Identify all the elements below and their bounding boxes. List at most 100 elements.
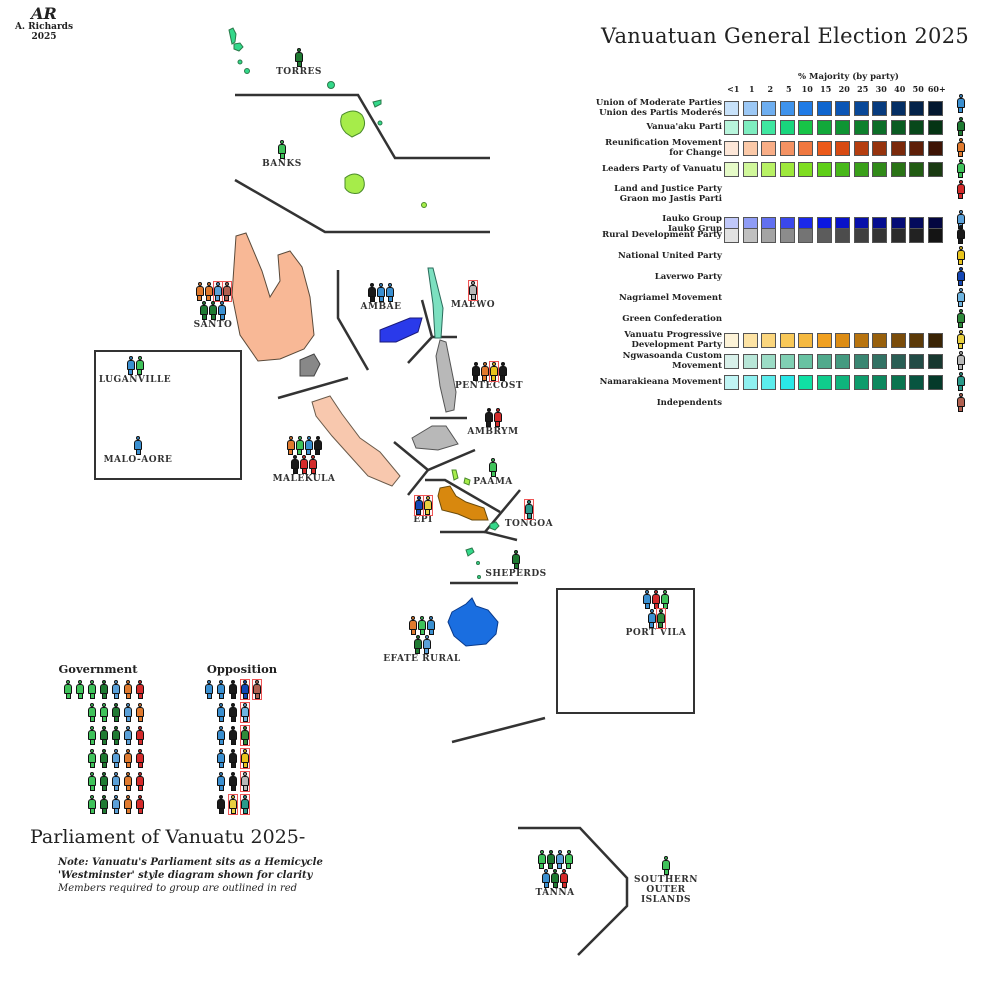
majority-swatch — [909, 227, 924, 243]
pentecost-island — [435, 339, 457, 413]
mp-figure-icon — [136, 680, 144, 699]
divider-santo-malekula — [277, 376, 349, 400]
constituency-label: MAEWO — [450, 300, 496, 310]
majority-swatch — [779, 119, 795, 135]
seat-row — [466, 408, 520, 427]
mp-figure-icon — [88, 680, 96, 699]
mp-figure-icon — [88, 726, 96, 745]
legend-row: Green Confederation — [590, 309, 965, 329]
seat-row — [356, 283, 406, 302]
mp-figure-icon — [295, 48, 303, 67]
mp-figure-icon — [124, 726, 132, 745]
mp-figure-icon — [229, 726, 237, 745]
malekula-island — [311, 395, 401, 487]
opposition-label: Opposition — [206, 662, 278, 676]
santo-south-islet — [299, 353, 321, 377]
mp-figure-icon — [524, 499, 534, 520]
seat-row — [450, 361, 528, 382]
mp-figure-icon — [484, 408, 493, 427]
constituency-label: SANTO — [193, 320, 233, 330]
bench-row — [203, 794, 293, 815]
majority-swatch — [927, 100, 943, 116]
majority-swatch — [890, 353, 906, 369]
majority-swatch — [890, 227, 906, 243]
luganville-inset — [94, 350, 242, 480]
mp-figure-icon — [240, 794, 250, 815]
majority-swatch — [798, 100, 813, 116]
constituency-label: EFATE RURAL — [383, 654, 461, 664]
majority-swatch — [724, 227, 739, 243]
mp-figure-icon — [956, 225, 965, 244]
mp-figure-icon — [555, 850, 564, 869]
divider-efate-tafea — [451, 716, 546, 744]
constituency-label: AMBRYM — [467, 427, 519, 437]
legend-tick: 25 — [857, 84, 869, 94]
majority-swatch — [872, 161, 887, 177]
bench-row — [203, 679, 293, 700]
constituency-label: PENTECOST — [454, 381, 524, 391]
party-name: Vanuatu Progressive Development Party — [624, 330, 722, 350]
constituency-pentecost: PENTECOST — [450, 361, 528, 391]
bench-row — [50, 795, 146, 814]
seat-row — [270, 48, 328, 67]
mp-figure-icon — [309, 455, 317, 474]
majority-swatch — [816, 100, 832, 116]
mp-figure-icon — [229, 703, 237, 722]
mp-figure-icon — [368, 283, 376, 302]
mp-figure-icon — [286, 436, 295, 455]
majority-swatch — [835, 119, 850, 135]
majority-swatch — [835, 100, 850, 116]
mp-figure-icon — [551, 869, 559, 888]
legend-tick: 2 — [767, 84, 774, 94]
constituency-label: PAAMA — [473, 477, 513, 487]
mp-figure-icon — [386, 283, 394, 302]
mp-figure-icon — [240, 771, 250, 792]
banks-islands — [340, 110, 427, 208]
majority-swatch — [872, 353, 887, 369]
mp-figure-icon — [88, 795, 96, 814]
majority-swatch — [909, 353, 924, 369]
mp-figure-icon — [136, 703, 144, 722]
mp-figure-icon — [956, 288, 965, 307]
majority-swatch — [890, 140, 906, 156]
mp-figure-icon — [278, 140, 286, 159]
mp-figure-icon — [564, 850, 573, 869]
majority-swatch — [890, 119, 906, 135]
bench-row — [203, 771, 293, 792]
legend-row: Nagriamel Movement — [590, 288, 965, 308]
divider-tanna-southern — [518, 826, 629, 956]
majority-swatch — [927, 140, 943, 156]
mp-figure-icon — [112, 703, 120, 722]
majority-swatch — [742, 140, 758, 156]
constituency-label: EPI — [413, 515, 433, 525]
mp-figure-icon — [204, 282, 213, 301]
mp-figure-icon — [124, 703, 132, 722]
majority-swatch — [816, 227, 832, 243]
mp-figure-icon — [112, 772, 120, 791]
mp-figure-icon — [100, 680, 108, 699]
constituency-tanna: TANNA — [524, 850, 586, 898]
party-name: Green Confederation — [622, 314, 722, 324]
seat-row — [620, 590, 692, 609]
bench-row — [50, 680, 146, 699]
mp-figure-icon — [643, 590, 651, 609]
opposition-benches — [203, 679, 293, 818]
author-byline: A. Richards 2025 — [14, 22, 74, 42]
majority-swatch — [890, 374, 906, 390]
majority-swatch — [872, 332, 887, 348]
mp-figure-icon — [956, 267, 965, 286]
majority-swatch — [835, 140, 850, 156]
bench-row — [50, 703, 146, 722]
legend-tick: 1 — [748, 84, 755, 94]
epi-island — [437, 485, 489, 521]
note-line-2: 'Westminster' style diagram shown for cl… — [58, 870, 313, 881]
mp-figure-icon — [221, 281, 232, 302]
legend-row: Independents — [590, 393, 965, 413]
mp-figure-icon — [124, 749, 132, 768]
mp-figure-icon — [136, 749, 144, 768]
mp-figure-icon — [100, 749, 108, 768]
legend-row: Leaders Party of Vanuatu — [590, 159, 965, 179]
